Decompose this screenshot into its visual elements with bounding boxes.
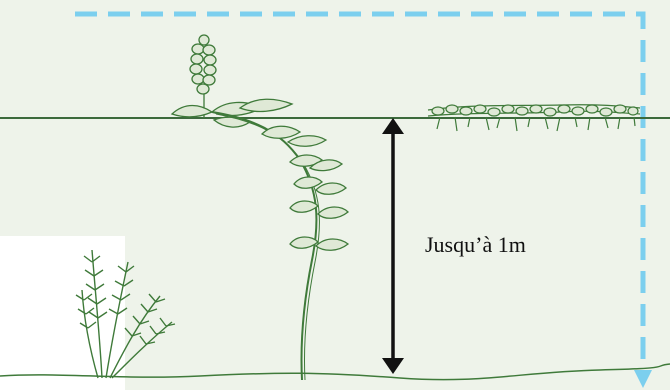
floating-leaves	[172, 99, 292, 127]
sediment-line	[0, 364, 670, 380]
dashed-path-arrowhead	[634, 370, 652, 388]
depth-arrow	[382, 118, 404, 374]
feathery-plant	[76, 250, 175, 378]
depth-label: Jusqu’à 1m	[425, 232, 526, 258]
stem-leaves	[262, 126, 348, 250]
